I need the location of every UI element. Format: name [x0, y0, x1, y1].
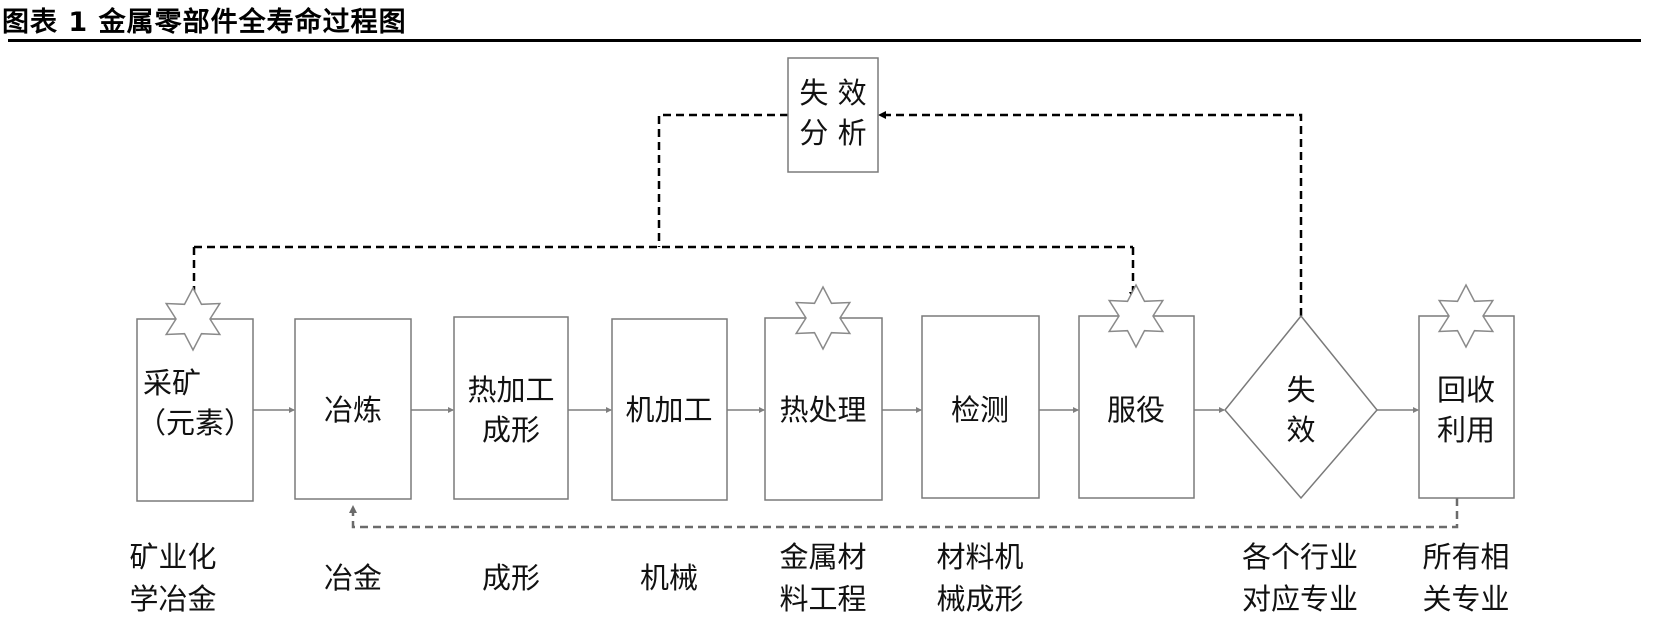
star-marker-icon	[164, 286, 222, 352]
stage-mining-label: （元素）	[137, 406, 253, 440]
analysis-down-connector	[657, 113, 788, 247]
discipline-machining: 机械	[640, 561, 698, 595]
star-marker-icon	[794, 285, 852, 351]
figure-title: 图表 1 金属零部件全寿命过程图	[2, 7, 407, 38]
stage-failure-label: 失	[1286, 373, 1315, 407]
stage-machining-box	[611, 318, 728, 501]
stage-service-label: 服役	[1107, 393, 1165, 427]
stage-mining-label: 采矿	[143, 366, 201, 400]
discipline-heat-treatment: 料工程	[779, 582, 866, 616]
discipline-heat-treatment: 金属材	[779, 540, 866, 574]
stage-recycling-label: 利用	[1437, 413, 1495, 447]
stage-machining-label: 机加工	[625, 393, 712, 427]
failure-analysis-label: 失 效	[799, 76, 866, 110]
discipline-smelting: 冶金	[324, 561, 382, 595]
stage-inspection-label: 检测	[951, 393, 1009, 427]
discipline-recycling: 关专业	[1422, 582, 1509, 616]
discipline-mining: 矿业化	[129, 540, 216, 574]
stage-recycling-label: 回收	[1437, 373, 1495, 407]
stage-hot-forming-label: 成形	[482, 413, 540, 447]
star-marker-icon	[1437, 283, 1495, 349]
failure-to-analysis-arrow	[878, 111, 1303, 316]
discipline-mining: 学冶金	[129, 582, 216, 616]
stage-smelting-label: 冶炼	[324, 393, 382, 427]
recycle-to-smelting-arrow	[349, 498, 1459, 529]
stage-hot-forming-label: 热加工	[467, 373, 554, 407]
title-underline	[8, 39, 1641, 42]
star-marker-icon	[1107, 283, 1165, 349]
stage-failure-diamond	[1224, 314, 1378, 500]
failure-analysis-box	[787, 57, 879, 173]
stage-hot-forming-box	[453, 316, 569, 500]
discipline-recycling: 所有相	[1422, 540, 1509, 574]
stage-heat-treatment-label: 热处理	[779, 393, 866, 427]
stage-failure-label: 效	[1286, 413, 1315, 447]
stage-inspection-box	[921, 315, 1040, 499]
discipline-inspection: 材料机	[936, 540, 1023, 574]
discipline-inspection: 械成形	[936, 582, 1023, 616]
failure-analysis-label: 分 析	[799, 116, 866, 150]
discipline-failure: 对应专业	[1242, 582, 1358, 616]
stage-smelting-box	[294, 318, 412, 500]
stage-mining-box	[136, 318, 254, 502]
discipline-hot-forming: 成形	[482, 561, 540, 595]
discipline-failure: 各个行业	[1242, 540, 1358, 574]
